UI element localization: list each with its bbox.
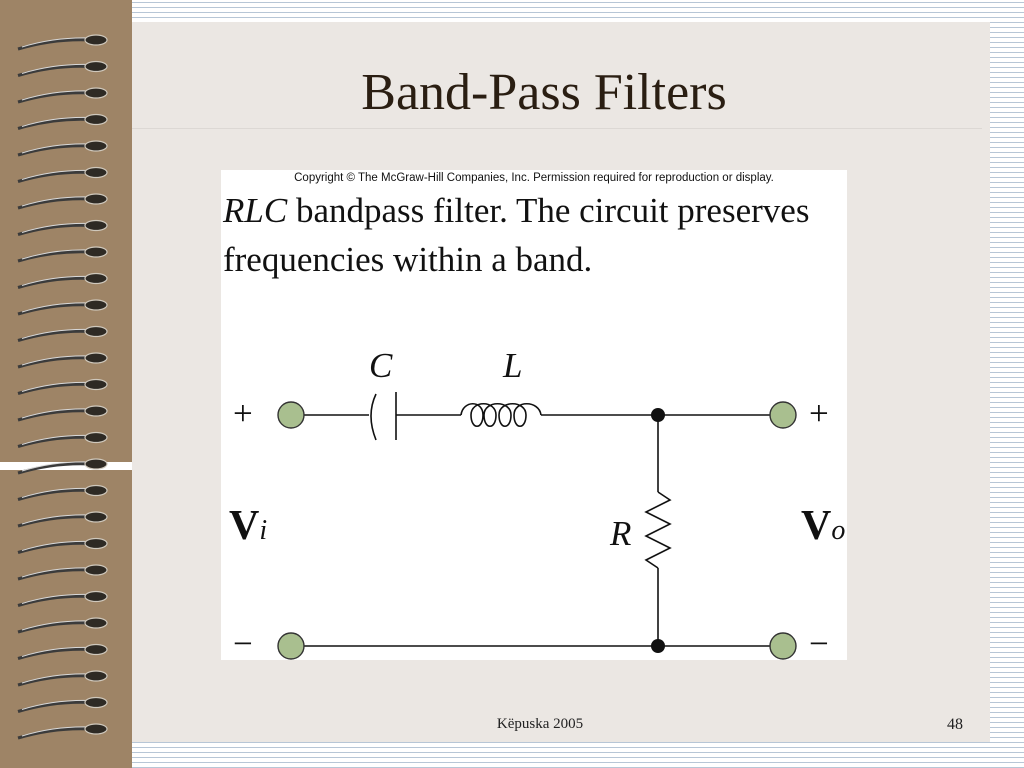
binding-ring bbox=[17, 219, 108, 236]
binding-ring bbox=[17, 723, 108, 740]
slide-footer: Këpuska 2005 bbox=[496, 716, 584, 732]
input-voltage-label: Vi bbox=[229, 503, 268, 551]
binding-ring bbox=[17, 325, 108, 342]
binding-ring bbox=[17, 352, 108, 369]
junction-node-bottom bbox=[651, 639, 665, 653]
input-minus-sign: − bbox=[233, 624, 253, 663]
output-minus-sign: − bbox=[809, 624, 829, 663]
inductor-label: L bbox=[503, 346, 523, 385]
binding-ring bbox=[17, 193, 108, 210]
caption-text: bandpass filter. The circuit preserves f… bbox=[223, 191, 810, 279]
binding-ring bbox=[17, 87, 108, 104]
binding-ring bbox=[17, 696, 108, 713]
binding-ring bbox=[17, 378, 108, 395]
input-terminal-plus bbox=[277, 401, 305, 429]
slide-title: Band-Pass Filters bbox=[361, 64, 727, 121]
binding-ring bbox=[17, 60, 108, 77]
copyright-notice: Copyright © The McGraw-Hill Companies, I… bbox=[294, 172, 774, 184]
binding-ring bbox=[17, 590, 108, 607]
capacitor-label: C bbox=[369, 346, 393, 385]
slide-number: 48 bbox=[947, 716, 963, 733]
binding-ring bbox=[17, 431, 108, 448]
binding-ring bbox=[17, 511, 108, 528]
figure-caption: RLC bandpass filter. The circuit preserv… bbox=[223, 186, 823, 284]
resistor-label: R bbox=[610, 514, 632, 553]
circuit-figure: Copyright © The McGraw-Hill Companies, I… bbox=[221, 170, 847, 663]
binding-ring bbox=[17, 246, 108, 263]
binder-spine-lower bbox=[0, 470, 132, 768]
input-plus-sign: + bbox=[233, 394, 253, 433]
binding-ring bbox=[17, 564, 108, 581]
binding-ring bbox=[17, 34, 108, 51]
rlc-circuit-diagram bbox=[277, 392, 797, 660]
binding-ring bbox=[17, 537, 108, 554]
binding-ring bbox=[17, 405, 108, 422]
inductor-coil bbox=[460, 402, 542, 428]
input-voltage-symbol: V bbox=[229, 503, 260, 549]
input-terminal-minus bbox=[277, 632, 305, 660]
output-voltage-symbol: V bbox=[801, 503, 832, 549]
title-divider bbox=[112, 128, 982, 129]
binding-ring bbox=[17, 670, 108, 687]
binding-ring bbox=[17, 166, 108, 183]
spiral-binding bbox=[17, 34, 108, 740]
input-voltage-subscript: i bbox=[259, 515, 268, 546]
output-voltage-label: Vo bbox=[801, 503, 846, 551]
output-terminal-plus bbox=[769, 401, 797, 429]
binding-ring bbox=[17, 458, 108, 475]
binding-ring bbox=[17, 643, 108, 660]
output-voltage-subscript: o bbox=[831, 515, 846, 546]
binder-spine-gap bbox=[0, 462, 132, 470]
binding-ring bbox=[17, 140, 108, 157]
output-terminal-minus bbox=[769, 632, 797, 660]
resistor-zigzag bbox=[644, 491, 672, 569]
binding-ring bbox=[17, 617, 108, 634]
capacitor-plate-curved bbox=[370, 393, 377, 441]
binding-ring bbox=[17, 113, 108, 130]
junction-node-top bbox=[651, 408, 665, 422]
binding-ring bbox=[17, 272, 108, 289]
output-plus-sign: + bbox=[809, 394, 829, 433]
binding-ring bbox=[17, 299, 108, 316]
binding-ring bbox=[17, 484, 108, 501]
caption-emphasis: RLC bbox=[223, 191, 288, 230]
